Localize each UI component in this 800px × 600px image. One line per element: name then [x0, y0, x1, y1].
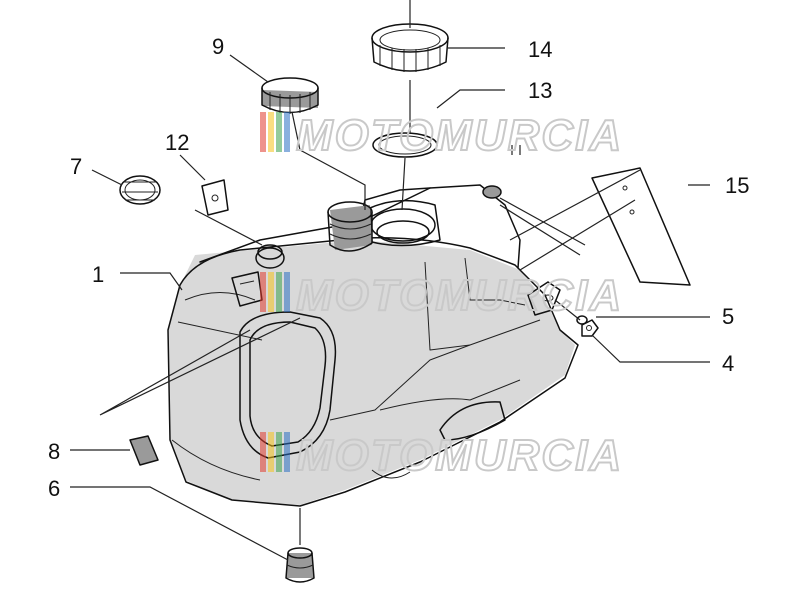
lock-ring: [371, 23, 449, 72]
callout-13: 13: [528, 78, 552, 103]
callout-14: 14: [528, 37, 552, 62]
clip-nut: [201, 179, 229, 216]
watermark-stripe: [268, 272, 274, 312]
callout-12: 12: [165, 130, 189, 155]
filler-inlet: [327, 201, 373, 252]
callout-9: 9: [212, 34, 224, 59]
watermark-stripe: [268, 432, 274, 472]
watermark-logo: MOTOMURCIA: [260, 430, 623, 481]
spring-clip: [129, 435, 159, 466]
heat-shield-plate: [591, 167, 691, 286]
callout-7: 7: [70, 154, 82, 179]
watermark-stripe: [276, 272, 282, 312]
watermark-stripe: [268, 112, 274, 152]
callout-1: 1: [92, 262, 104, 287]
watermark-stripe: [276, 112, 282, 152]
watermark-logo: MOTOMURCIA: [260, 110, 623, 161]
hose-clamp: [119, 175, 161, 205]
watermark-stripe: [284, 432, 290, 472]
washer: [576, 315, 588, 325]
watermark-logo: MOTOMURCIA: [260, 270, 623, 321]
grommet-top: [482, 185, 502, 199]
fuel-cap: [261, 77, 319, 114]
watermark-stripe: [276, 432, 282, 472]
rubber-grommet: [285, 547, 315, 583]
watermark-stripe: [284, 112, 290, 152]
watermark-stripe: [284, 272, 290, 312]
seal-ring: [372, 132, 438, 158]
callout-15: 15: [725, 173, 749, 198]
watermark-text: MOTOMURCIA: [296, 431, 623, 480]
watermark-stripe: [260, 272, 266, 312]
watermark-text: MOTOMURCIA: [296, 271, 623, 320]
callout-5: 5: [722, 304, 734, 329]
callout-8: 8: [48, 439, 60, 464]
hex-nut: [581, 319, 599, 337]
watermark-group: MOTOMURCIA MOTOMURCIA MOTOMURCIA: [260, 110, 623, 481]
watermark-stripe: [260, 112, 266, 152]
watermark-stripe: [260, 432, 266, 472]
callout-6: 6: [48, 476, 60, 501]
leader-lines: [70, 47, 710, 561]
watermark-text: MOTOMURCIA: [296, 111, 623, 160]
callout-4: 4: [722, 351, 734, 376]
